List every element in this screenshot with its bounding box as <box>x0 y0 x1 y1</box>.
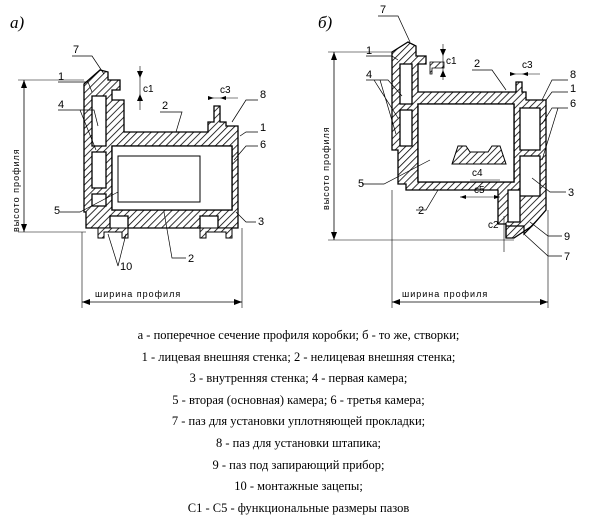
callout-b-8: 8 <box>570 69 576 81</box>
panel-a-height-label: высото профиля <box>11 148 21 232</box>
caption-line: 9 - паз под запирающий прибор; <box>212 457 385 472</box>
caption-line: 3 - внутренняя стенка; 4 - первая камера… <box>189 371 408 386</box>
panel-a-chamber-inner <box>117 155 201 203</box>
panel-a-hook <box>199 227 233 239</box>
caption-line: 5 - вторая (основная) камера; 6 - третья… <box>172 392 425 407</box>
callout-b-5: 5 <box>358 178 364 190</box>
panel-b-lock-groove <box>505 225 533 238</box>
callout-b-1: 1 <box>366 45 372 57</box>
callout-a-7: 7 <box>73 44 79 56</box>
panel-b-leaders <box>362 15 568 257</box>
callout-b-2b: 2 <box>418 205 424 217</box>
callout-a-2: 2 <box>162 100 168 112</box>
callout-b-7: 7 <box>380 4 386 16</box>
panel-b-drawing: б) высото профиля ширина профиля c1 c3 c… <box>318 4 576 308</box>
panel-a-title: а) <box>10 13 25 32</box>
panel-b-title: б) <box>318 13 333 32</box>
caption-line: 1 - лицевая внешняя стенка; 2 - нелицева… <box>141 349 456 364</box>
callout-a-1: 1 <box>58 71 64 83</box>
figure-caption: а - поперечное сечение профиля коробки; … <box>0 325 597 519</box>
callout-b-9: 9 <box>564 231 570 243</box>
callout-a-4: 4 <box>58 99 64 111</box>
callout-b-7b: 7 <box>564 251 570 263</box>
callout-a-3: 3 <box>258 216 264 228</box>
panel-b-groove <box>451 145 507 165</box>
panel-b-dim-c3: c3 <box>522 60 533 71</box>
callout-b-6: 6 <box>570 98 576 110</box>
caption-line: а - поперечное сечение профиля коробки; … <box>137 328 460 342</box>
panel-a-hook <box>97 227 129 239</box>
callout-a-10: 10 <box>120 261 132 273</box>
callout-a-6: 6 <box>260 139 266 151</box>
caption-line: 10 - монтажные зацепы; <box>234 479 363 494</box>
callout-b-1b: 1 <box>570 83 576 95</box>
panel-b-height-label: высото профиля <box>321 126 331 210</box>
panel-a-width-label: ширина профиля <box>95 289 181 299</box>
callout-b-4: 4 <box>366 69 372 81</box>
panel-a-leaders <box>58 55 258 267</box>
panel-a-dim-c3: c3 <box>220 85 231 96</box>
panel-b-width-label: ширина профиля <box>402 289 488 299</box>
caption-line: 8 - паз для установки штапика; <box>215 435 382 450</box>
panel-b-main-chamber <box>417 103 515 183</box>
panel-b-dim-c5: c5 <box>474 185 485 196</box>
callout-a-2b: 2 <box>188 253 194 265</box>
callout-b-2: 2 <box>474 58 480 70</box>
caption-line: 7 - паз для установки уплотняющей прокла… <box>171 414 426 429</box>
callout-a-5: 5 <box>54 205 60 217</box>
panel-b-dim-c4: c4 <box>472 168 483 179</box>
callout-a-1b: 1 <box>260 122 266 134</box>
panel-a-drawing: а) высото профиля ширина профиля c1 c3 <box>10 13 266 308</box>
panel-b-dim-c2: c2 <box>488 220 499 231</box>
panel-a-main-chamber <box>111 145 233 211</box>
caption-line: С1 - С5 - функциональные размеры пазов <box>187 500 410 515</box>
callout-a-8: 8 <box>260 89 266 101</box>
panel-b-dim-c1: c1 <box>446 56 457 67</box>
panel-a-dim-c1: c1 <box>143 84 154 95</box>
callout-b-3: 3 <box>568 187 574 199</box>
